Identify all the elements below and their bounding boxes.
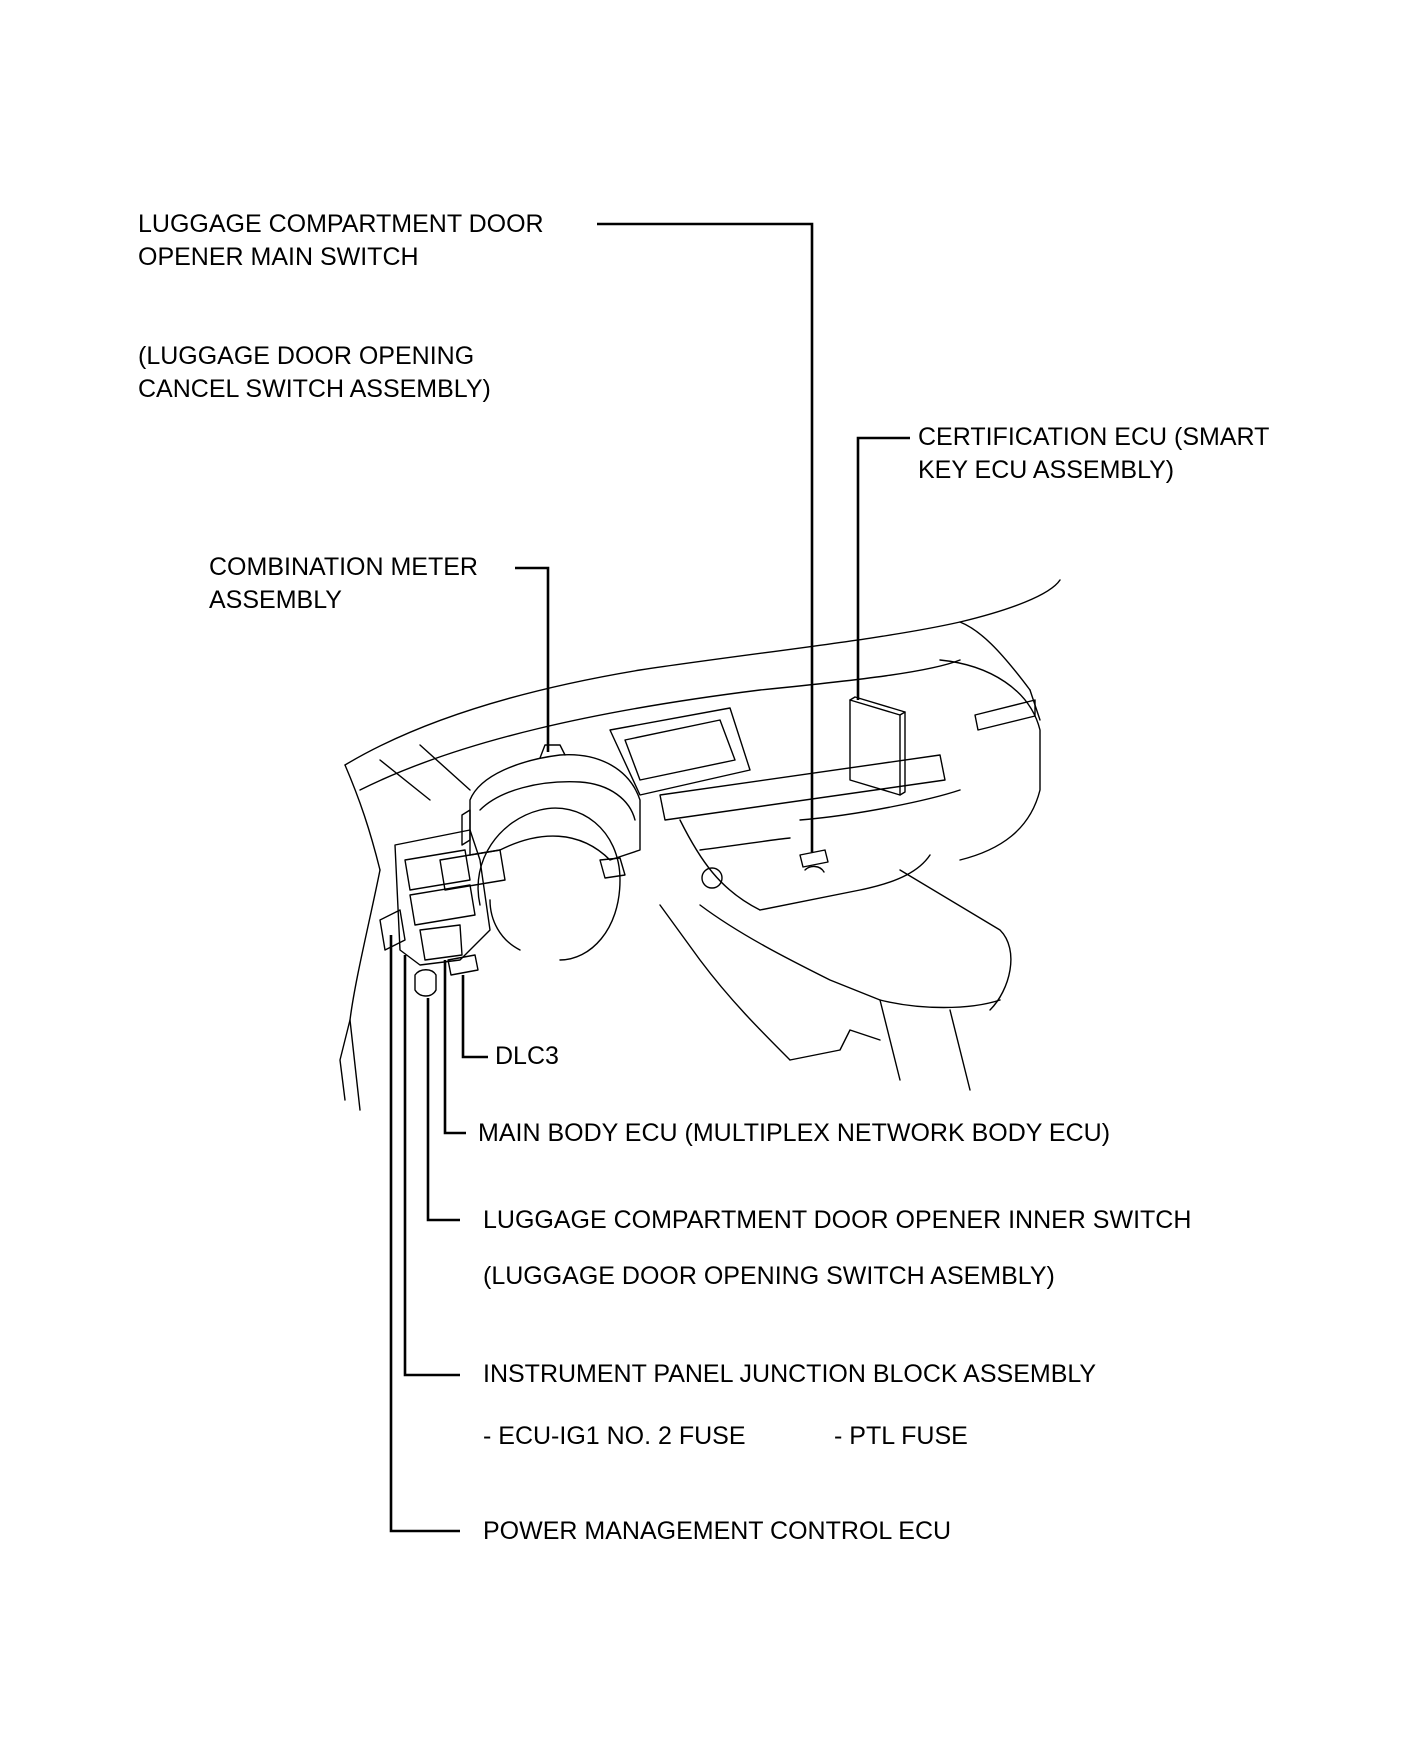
label-dlc3: DLC3 xyxy=(495,1042,559,1070)
label-fuse-ptl: - PTL FUSE xyxy=(834,1422,968,1450)
leader-combination-meter xyxy=(515,566,550,752)
leader-luggage-inner-switch xyxy=(426,998,460,1222)
label-luggage-opening-switch: (LUGGAGE DOOR OPENING SWITCH ASEMBLY) xyxy=(483,1262,1055,1290)
label-main-body-ecu: MAIN BODY ECU (MULTIPLEX NETWORK BODY EC… xyxy=(478,1119,1111,1147)
label-luggage-inner-switch: LUGGAGE COMPARTMENT DOOR OPENER INNER SW… xyxy=(483,1206,1192,1234)
label-certification-ecu: CERTIFICATION ECU (SMART KEY ECU ASSEMBL… xyxy=(918,423,1270,484)
label-junction-block: INSTRUMENT PANEL JUNCTION BLOCK ASSEMBLY xyxy=(483,1360,1097,1388)
label-power-management-ecu: POWER MANAGEMENT CONTROL ECU xyxy=(483,1517,952,1545)
label-combination-meter: COMBINATION METER ASSEMBLY xyxy=(209,553,478,614)
label-luggage-main-switch: LUGGAGE COMPARTMENT DOOR OPENER MAIN SWI… xyxy=(138,210,544,271)
leader-junction-block xyxy=(403,955,460,1377)
label-luggage-cancel-switch: (LUGGAGE DOOR OPENING CANCEL SWITCH ASSE… xyxy=(138,342,491,403)
leader-power-management-ecu xyxy=(389,935,460,1533)
dashboard-outline xyxy=(339,579,1061,1111)
leader-luggage-main-switch xyxy=(597,222,814,852)
label-fuse-ecu-ig1: - ECU-IG1 NO. 2 FUSE xyxy=(483,1422,746,1450)
leader-lines xyxy=(389,222,910,1533)
leader-dlc3 xyxy=(461,975,488,1059)
leader-main-body-ecu xyxy=(443,960,466,1135)
leader-certification-ecu xyxy=(856,436,910,700)
